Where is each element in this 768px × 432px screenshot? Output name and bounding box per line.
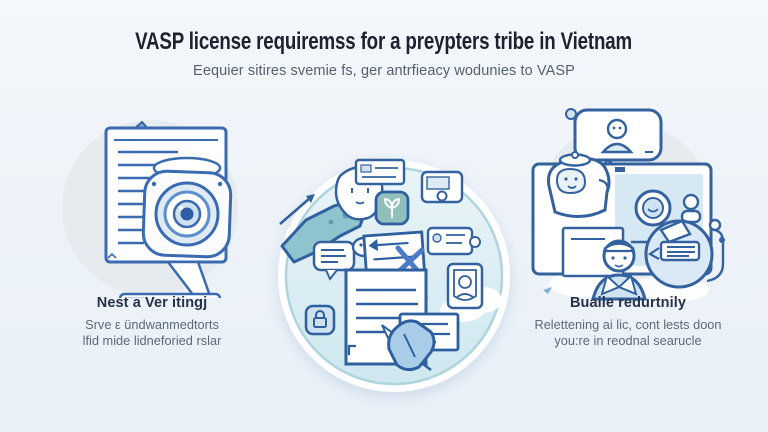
caption-right-heading: Buaile redurtnily (569, 295, 687, 311)
illustration-license-documents (276, 158, 512, 394)
caption-left-line1: Srve ε ündwanmedtorts (85, 317, 219, 332)
page-subtitle: Eequier sitires svemie fs, ger antrfieac… (193, 63, 575, 79)
message-card-icon (426, 226, 481, 256)
camera-device-icon (420, 170, 464, 204)
caption-left: Nest a Ver itingj Srve ε ündwanmedtorts … (32, 295, 272, 350)
stand-icon (118, 260, 222, 298)
orbit-dot-icon (543, 218, 725, 294)
license-documents-signing (278, 158, 510, 392)
plant-badge-icon (374, 190, 410, 226)
pen-icon (381, 319, 436, 372)
chat-bubble-icon (565, 108, 663, 175)
document-stack-icon (344, 230, 428, 366)
caption-left-line2: lfid mide lidneforied rslar (82, 333, 222, 349)
camera-lens-icon (141, 156, 233, 259)
caption-right-line1: Relettening ai lic, cont lests doon (534, 317, 722, 332)
printer-badge-icon (644, 219, 714, 289)
caption-left-heading: Nest a Ver itingj (96, 295, 208, 311)
avatar-icon (634, 189, 702, 227)
document-scanner-monitor (62, 120, 238, 298)
person-icon (591, 239, 647, 301)
caption-right: Buaile redurtnily Relettening ai lic, co… (508, 295, 748, 350)
header: VASP license requiremss for a preypters … (0, 28, 768, 79)
page-title: VASP license requiremss for a preypters … (135, 28, 633, 55)
illustration-reporting (519, 108, 731, 304)
caption-right-line2: you:re in reodnal searucle (554, 333, 702, 349)
card-icon (354, 158, 406, 186)
teapot-face-icon (546, 151, 611, 218)
lock-icon (304, 304, 336, 336)
illustration-verification (48, 112, 252, 298)
team-review-reporting (531, 108, 725, 303)
